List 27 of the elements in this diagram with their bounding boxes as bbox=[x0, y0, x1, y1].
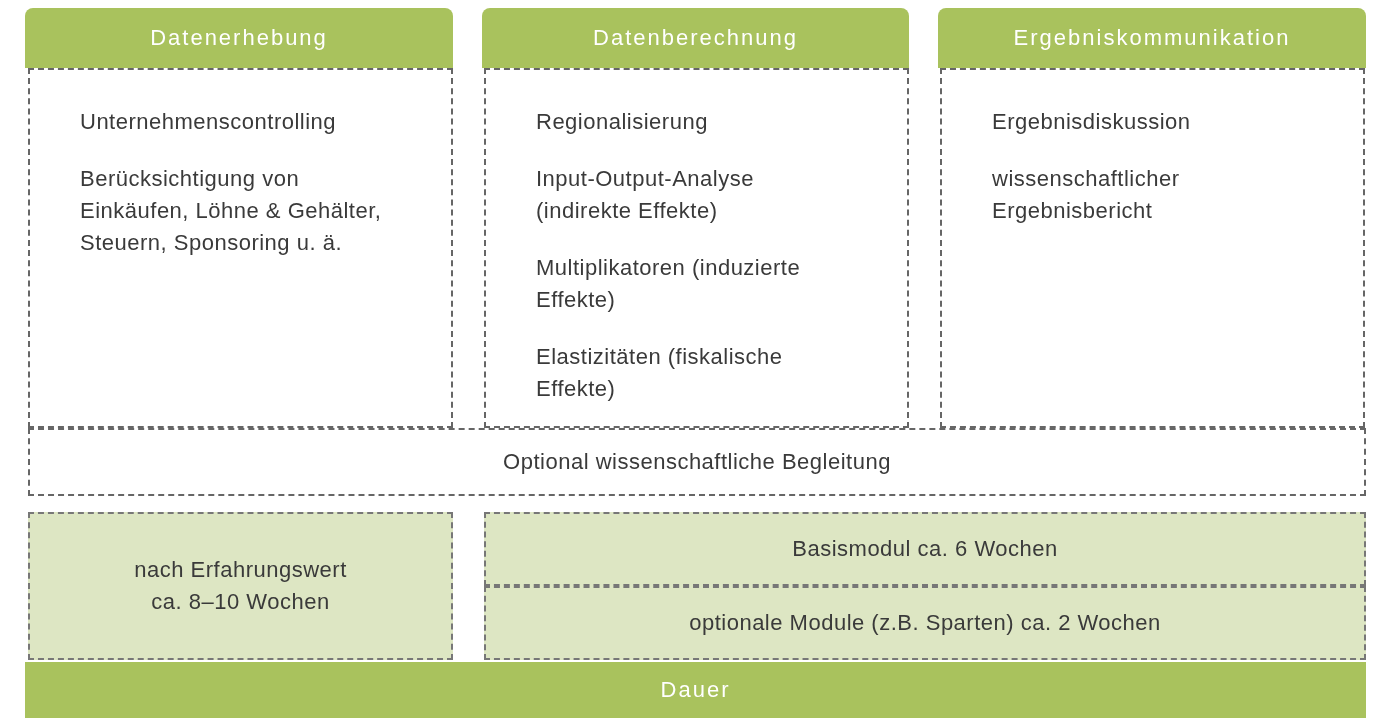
column-panel bbox=[28, 68, 453, 428]
list-item: wissenschaftlicher Ergebnisbericht bbox=[992, 165, 1181, 225]
footer-title: Dauer bbox=[660, 677, 731, 703]
duration-text: Basismodul ca. 6 Wochen bbox=[792, 535, 1058, 563]
column-panel bbox=[940, 68, 1365, 428]
duration-box bbox=[484, 586, 1366, 660]
band-text: Optional wissenschaftliche Begleitung bbox=[503, 449, 891, 475]
list-item: Input-Output-Analyse (indirekte Effekte) bbox=[536, 165, 755, 225]
list-item: Regionalisierung bbox=[536, 108, 709, 136]
list-item: Ergebnisdiskussion bbox=[992, 108, 1192, 136]
list-item: Elastizitäten (fiskalische Effekte) bbox=[536, 343, 784, 403]
header-title: Ergebniskommunikation bbox=[1013, 25, 1291, 51]
duration-text: optionale Module (z.B. Sparten) ca. 2 Wochen bbox=[689, 609, 1161, 637]
header-title: Datenerhebung bbox=[150, 25, 328, 51]
column-panel bbox=[484, 68, 909, 428]
footer-bar bbox=[25, 662, 1366, 718]
duration-box bbox=[484, 512, 1366, 586]
duration-text: nach Erfahrungswert ca. 8–10 Wochen bbox=[133, 556, 348, 616]
band-box bbox=[28, 428, 1366, 496]
header-tab bbox=[482, 8, 909, 68]
list-item: Multiplikatoren (induzierte Effekte) bbox=[536, 254, 802, 314]
header-tab bbox=[25, 8, 453, 68]
header-title: Datenberechnung bbox=[593, 25, 798, 51]
list-item: Berücksichtigung von Einkäufen, Löhne & Gehälter, Steuern, Sponsoring u. ä. bbox=[80, 165, 383, 257]
duration-box bbox=[28, 512, 453, 660]
header-tab bbox=[938, 8, 1366, 68]
list-item: Unternehmenscontrolling bbox=[80, 108, 338, 136]
